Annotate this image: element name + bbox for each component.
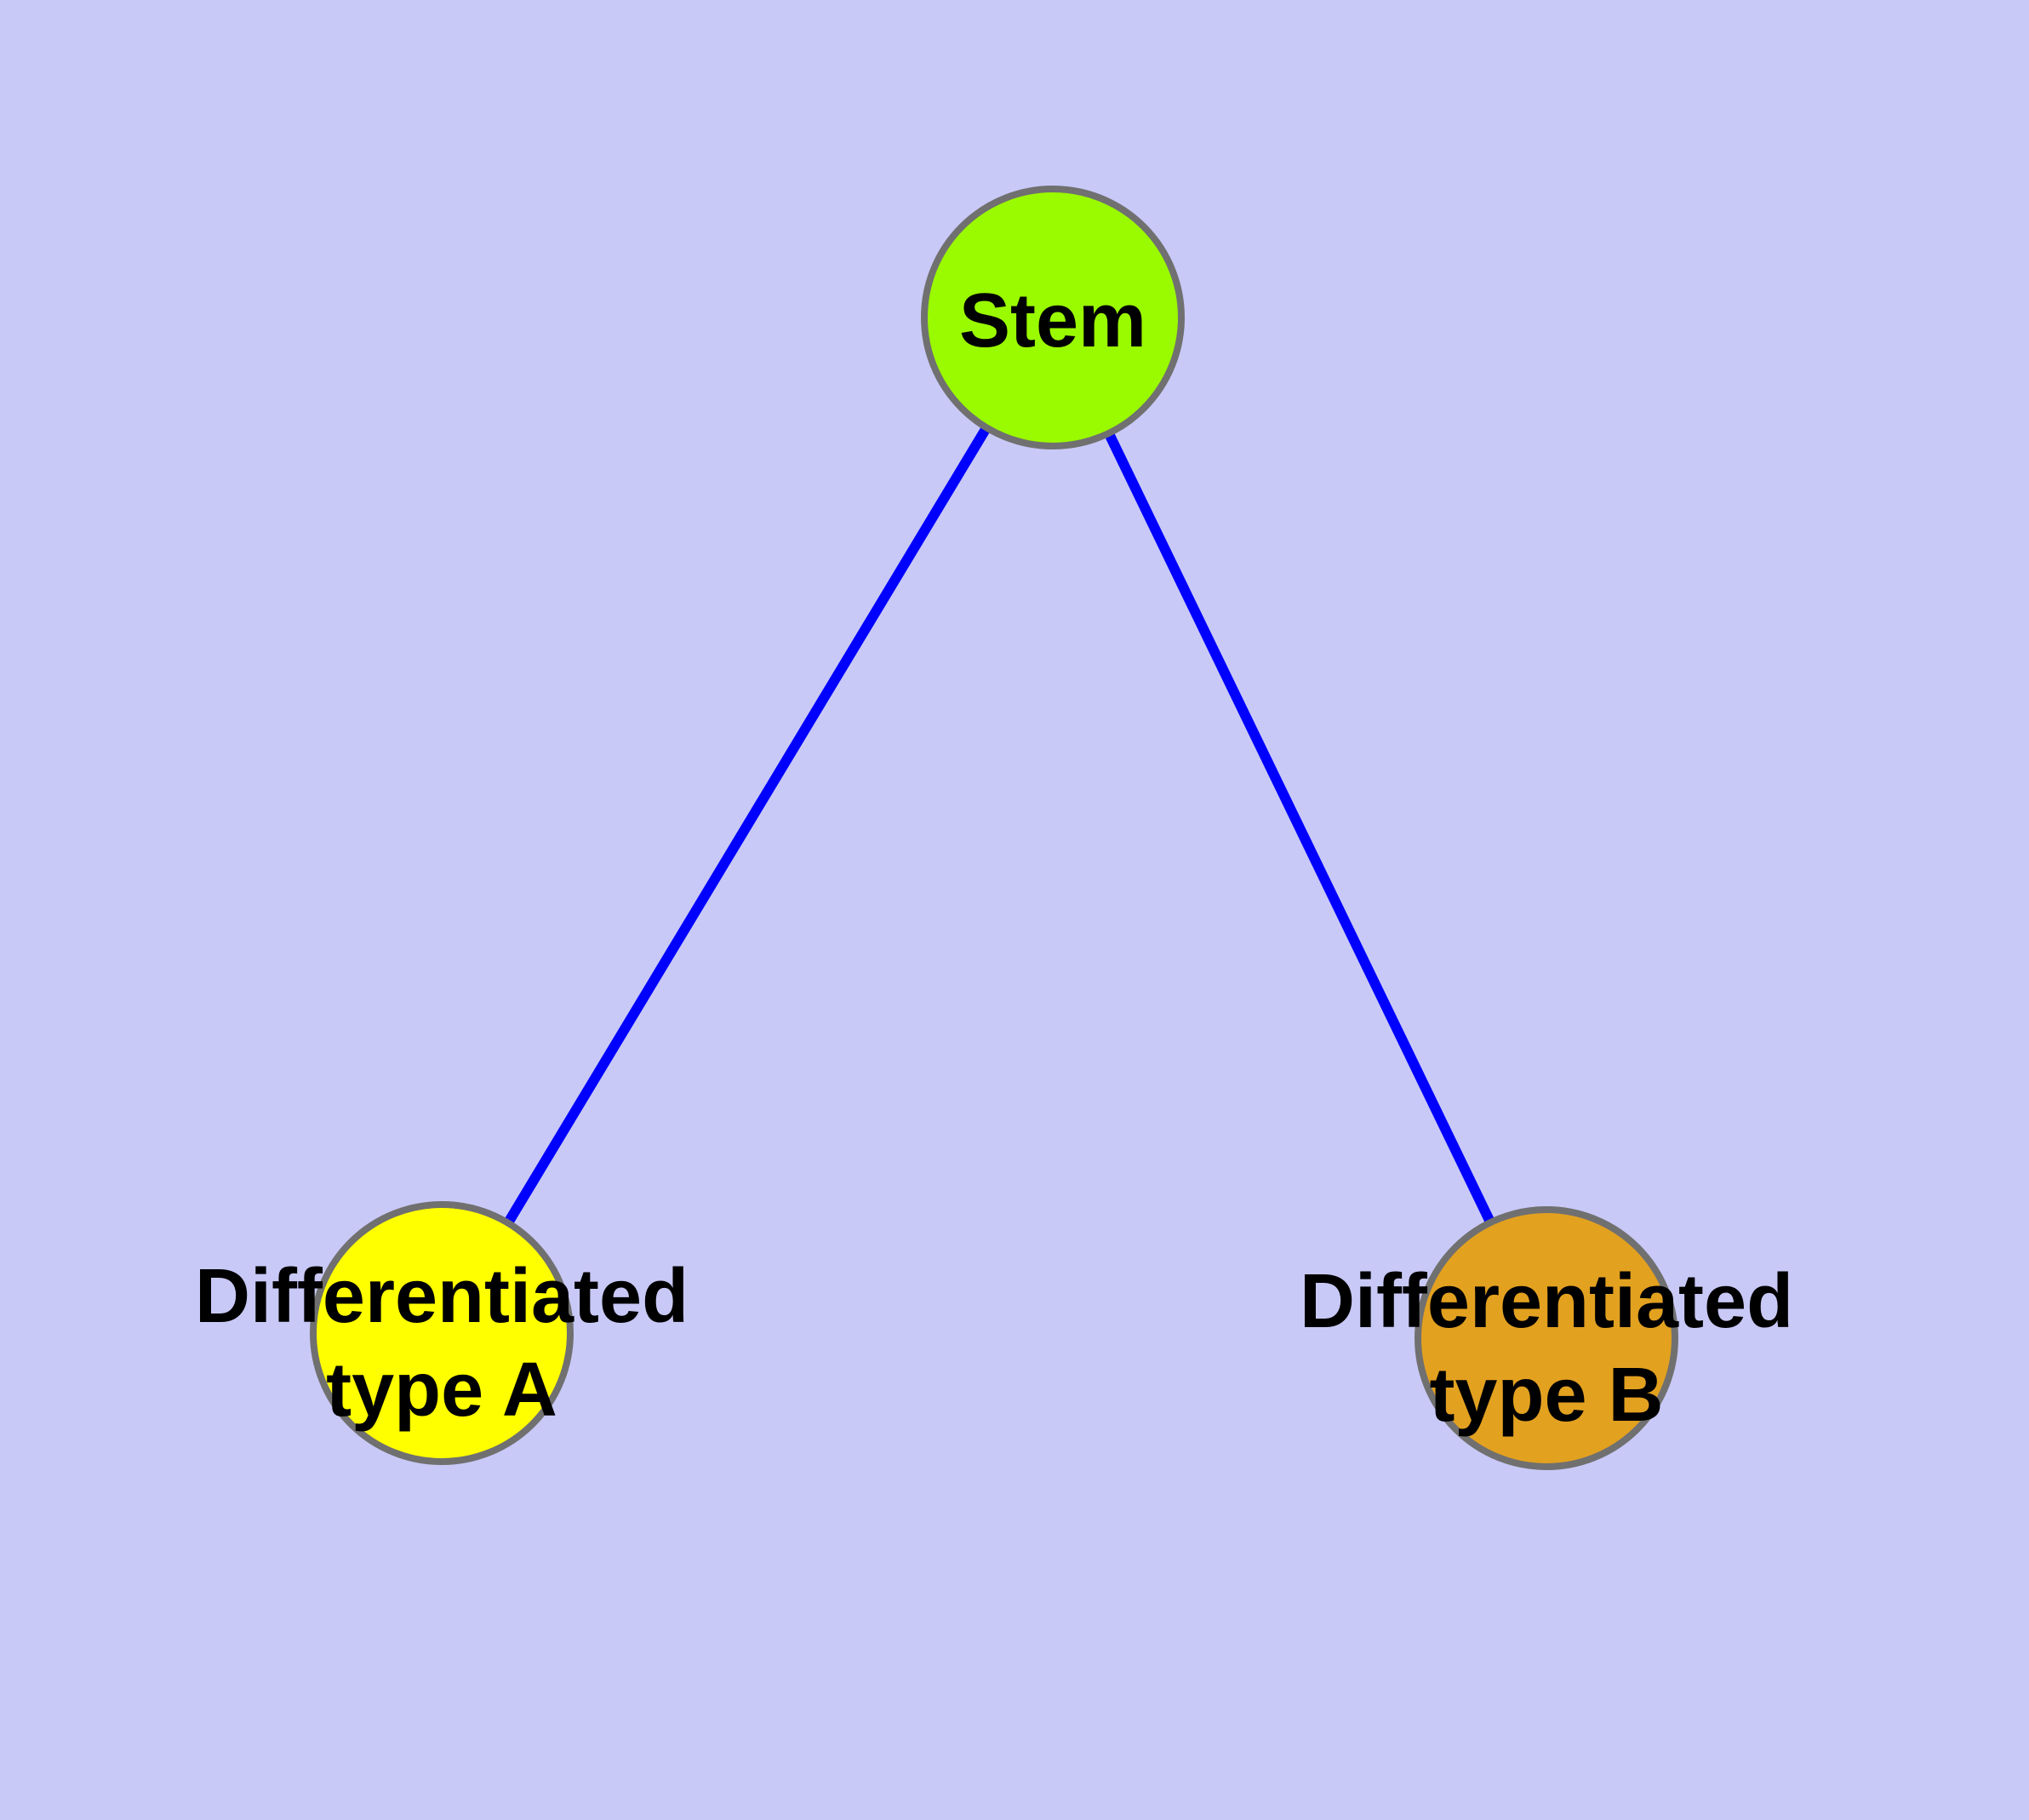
edge-stem-to-typeB — [1048, 315, 1552, 1341]
node-circle-stem — [921, 186, 1185, 449]
node-circle-differentiated-type-b — [1415, 1206, 1678, 1470]
edge-stem-to-typeA — [437, 314, 1058, 1336]
node-circle-differentiated-type-a — [310, 1201, 574, 1465]
